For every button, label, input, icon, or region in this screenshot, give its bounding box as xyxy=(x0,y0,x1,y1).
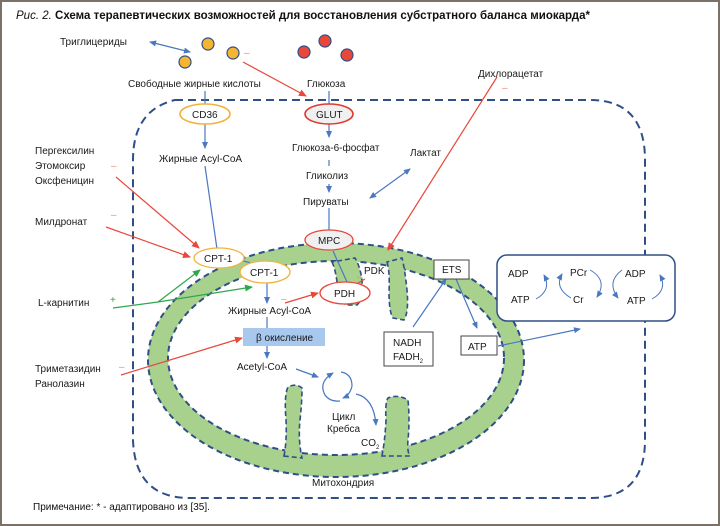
glucose-dot xyxy=(297,45,311,59)
triglycerides-label: Триглицериды xyxy=(60,37,127,48)
g6p-label: Глюкоза-6-фосфат xyxy=(292,142,380,154)
fatty-acid-dot xyxy=(226,46,240,60)
atp-to-ck-arrow xyxy=(497,327,581,347)
inhibit-sign: – xyxy=(111,161,117,172)
ck-left-atp: ATP xyxy=(511,295,530,306)
figure-label: Рис. 2. xyxy=(16,10,52,22)
pdk-label: PDK xyxy=(364,266,385,277)
krebs-to-co2-arrow xyxy=(355,393,379,426)
inhibit-sign: – xyxy=(119,362,125,373)
glycolysis-label: Гликолиз xyxy=(306,171,349,182)
mildronate-to-cpt1-arrow xyxy=(105,226,191,258)
cpt1-inner xyxy=(239,260,291,284)
activate-sign: + xyxy=(110,295,116,306)
acetylcoa-to-krebs-arrow xyxy=(295,368,319,378)
drug-label: Триметазидин xyxy=(35,364,101,375)
crista-top-2 xyxy=(385,257,409,321)
inhibit-sign: – xyxy=(357,272,363,283)
ck-arc xyxy=(556,273,572,299)
cd36-transporter xyxy=(179,103,231,125)
krebs-cycle-arc-right xyxy=(340,371,353,399)
carnitine-to-cpt1-outer-arrow xyxy=(157,269,201,303)
cd36-label: CD36 xyxy=(192,110,218,121)
krebs-label-line2: Кребса xyxy=(327,423,360,435)
atp-mito-label: ATP xyxy=(468,342,487,353)
carnitine-base-line xyxy=(112,301,159,309)
ck-cr: Cr xyxy=(573,295,584,306)
mitochondria-label: Митохондрия xyxy=(312,478,374,489)
nadh-fadh-box xyxy=(383,331,434,367)
creatine-kinase-box xyxy=(496,254,676,322)
lactate-label: Лактат xyxy=(410,148,441,159)
nadh-label: NADH xyxy=(393,338,421,349)
cell-membrane xyxy=(132,99,646,499)
drug-label: Оксфеницин xyxy=(35,175,94,187)
cpt1-outer-label: CPT-1 xyxy=(204,254,233,265)
mpc-label: MPC xyxy=(318,236,340,247)
mpc-carrier xyxy=(304,229,354,251)
glucose-label: Глюкоза xyxy=(307,79,346,90)
ck-arc xyxy=(589,269,603,298)
drug-label: L-карнитин xyxy=(38,298,89,309)
pdh-complex xyxy=(319,281,371,305)
acylcoa-cyto-label: Жирные Acyl-CoA xyxy=(159,154,242,165)
ck-pcr: PCr xyxy=(570,268,588,279)
carnitine-to-cpt1-inner-arrow xyxy=(157,284,253,303)
pdh-label: PDH xyxy=(334,289,355,300)
figure-note: Примечание: * - адаптировано из [35]. xyxy=(33,502,210,513)
ck-arc xyxy=(612,269,623,299)
drug-label: Этомоксир xyxy=(35,161,86,172)
inhibitor-to-pdh-arrow xyxy=(284,291,319,304)
acylcoa-mito-label: Жирные Acyl-CoA xyxy=(228,306,311,317)
figure-title: Рис. 2. Схема терапевтических возможност… xyxy=(16,10,590,22)
pyruvate-lactate-arrow xyxy=(369,168,411,199)
glut-label: GLUT xyxy=(316,110,343,121)
glucose-dot xyxy=(340,48,354,62)
ck-arc xyxy=(535,274,550,300)
beta-oxidation-box xyxy=(243,328,325,346)
atp-mito-box xyxy=(460,335,498,356)
pyruvates-label: Пируваты xyxy=(303,197,349,208)
ffa-label: Свободные жирные кислоты xyxy=(128,78,261,90)
inhibit-sign: – xyxy=(111,210,117,221)
cpt1-inner-label: CPT-1 xyxy=(250,268,279,279)
krebs-cycle-arc-left xyxy=(322,372,341,402)
drug-label: Милдронат xyxy=(35,217,88,228)
fatty-acid-dot xyxy=(178,55,192,69)
acetylcoa-label: Acetyl-CoA xyxy=(237,362,287,373)
glucose-dot xyxy=(318,34,332,48)
inhibit-sign: – xyxy=(502,83,508,94)
ck-left-adp: ADP xyxy=(508,269,529,280)
ffa-glut-inhibit-arrow xyxy=(242,61,307,97)
ck-right-adp: ADP xyxy=(625,269,646,280)
ets-box xyxy=(433,259,470,280)
triglyceride-exchange-arrow xyxy=(149,40,191,54)
ets-label: ETS xyxy=(442,265,462,276)
mpc-to-pdh-line xyxy=(332,250,348,283)
glut-transporter xyxy=(304,103,354,125)
nadh-to-ets-arrow xyxy=(412,278,447,328)
inhibit-sign: – xyxy=(244,48,250,59)
dca-to-pdk-arrow xyxy=(387,76,498,251)
beta-oxidation-label: β окисление xyxy=(256,333,314,344)
drug-label: Пергексилин xyxy=(35,146,94,157)
ck-right-atp: ATP xyxy=(627,296,646,307)
ck-arc xyxy=(651,274,666,300)
figure-title-text: Схема терапевтических возможностей для в… xyxy=(55,10,590,22)
drug-label: Ранолазин xyxy=(35,379,85,390)
crista-bottom-2 xyxy=(381,395,412,457)
ets-to-atp-arrow xyxy=(455,278,478,329)
cpt1-outer xyxy=(193,247,245,269)
group2-to-beta-arrow xyxy=(120,336,243,376)
crista-bottom-1 xyxy=(283,384,304,459)
acylcoa-to-cpt1-line xyxy=(204,165,218,250)
co2-label: CO2 xyxy=(361,438,380,451)
fatty-acid-dot xyxy=(201,37,215,51)
inhibit-sign: – xyxy=(281,294,287,305)
fadh-label: FADH2 xyxy=(393,352,424,365)
krebs-label-line1: Цикл xyxy=(332,412,355,423)
group1-to-cpt1-arrow xyxy=(115,176,200,249)
dichloroacetate-label: Дихлорацетат xyxy=(478,69,544,80)
